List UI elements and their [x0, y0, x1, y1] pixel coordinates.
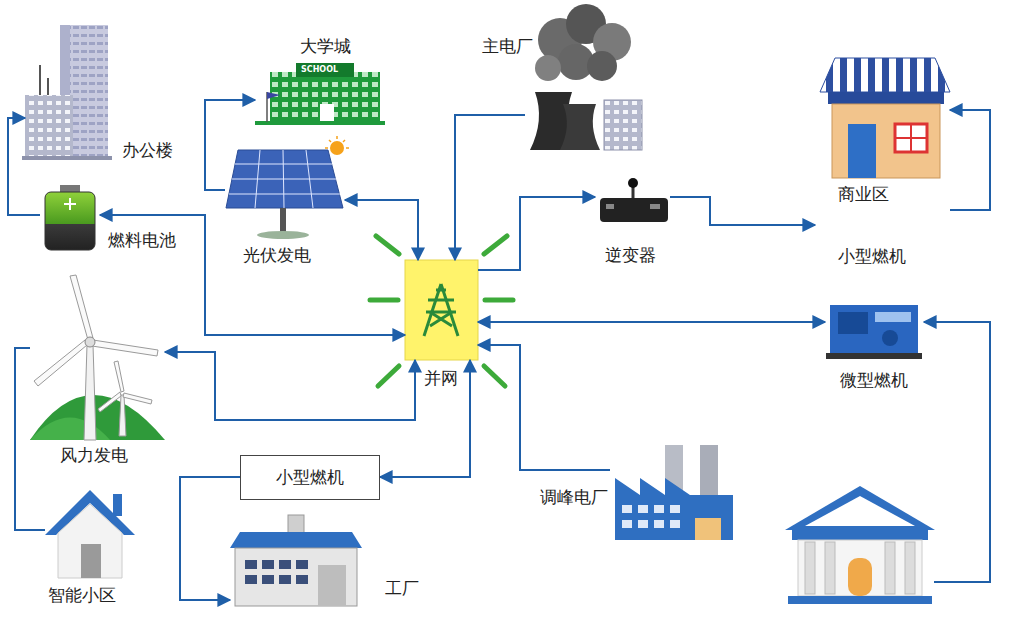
- node-label: 大学城: [300, 36, 351, 56]
- node-label: 光伏发电: [243, 245, 311, 265]
- icon-node: 办公楼: [25, 22, 115, 160]
- office-icon: [22, 25, 112, 160]
- node-label: 办公楼: [122, 140, 173, 160]
- factory-icon: [230, 515, 362, 606]
- connector-arrow: [180, 477, 240, 600]
- icon-node: 并网: [405, 260, 478, 360]
- wind-turbine-icon: [30, 275, 165, 440]
- connector-arrow: [165, 352, 415, 420]
- inverter-icon: [600, 178, 668, 222]
- grid-hub-icon: [370, 236, 513, 386]
- node-label: 工厂: [385, 578, 419, 598]
- icon-node: 小型燃机: [815, 205, 950, 272]
- node-label: 逆变器: [605, 245, 656, 265]
- connector-arrow: [455, 115, 525, 260]
- node-label: 小型燃机: [838, 246, 906, 266]
- connector-arrow: [670, 197, 815, 225]
- icon-node: 逆变器: [595, 178, 670, 228]
- power-plant-icon: [530, 4, 642, 150]
- school-icon: [255, 63, 385, 125]
- icon-node: 工厂: [230, 512, 360, 608]
- icon-node: 燃料电池: [40, 183, 100, 252]
- icon-node: 光伏发电: [225, 135, 345, 240]
- node-label: 调峰电厂: [540, 487, 608, 507]
- shop-icon: [820, 58, 950, 178]
- solar-panel-icon: [226, 136, 349, 239]
- connector-arrow: [205, 100, 255, 190]
- feed-line: [924, 322, 990, 582]
- connector-arrow: [100, 215, 405, 335]
- connector-arrow: [478, 321, 825, 323]
- node-label: 风力发电: [60, 445, 128, 465]
- node-label: 商业区: [838, 184, 889, 204]
- connector-arrow: [15, 348, 45, 530]
- node-label: 并网: [424, 368, 458, 388]
- node-label: 主电厂: [482, 36, 533, 56]
- node-label: 智能小区: [48, 585, 116, 605]
- connector-arrow: [478, 197, 595, 270]
- hall-icon: [785, 486, 935, 604]
- connector-arrow: [8, 118, 40, 215]
- connector-arrow: [478, 345, 610, 470]
- icon-node: 微型燃机: [825, 298, 920, 362]
- node-label: 小型燃机: [276, 467, 344, 487]
- icon-node: 智能小区: [45, 485, 135, 578]
- connector-arrow: [380, 360, 470, 477]
- icon-node: 商业区: [820, 52, 950, 180]
- house-icon: [45, 490, 135, 578]
- icon-node: 主电厂: [525, 2, 645, 152]
- sign-text: SCHOOL: [301, 66, 338, 74]
- node-label: 燃料电池: [108, 230, 176, 250]
- node-label: 微型燃机: [840, 370, 908, 390]
- process-box: 小型燃机: [240, 455, 380, 500]
- icon-node: 调峰电厂: [610, 440, 735, 540]
- icon-node: 风力发电: [30, 268, 165, 440]
- connector-arrow: [345, 200, 418, 260]
- engine-icon: [826, 305, 922, 359]
- connector-arrow: [950, 110, 990, 210]
- fuel-cell-icon: [45, 185, 95, 250]
- factory-icon: [615, 445, 733, 540]
